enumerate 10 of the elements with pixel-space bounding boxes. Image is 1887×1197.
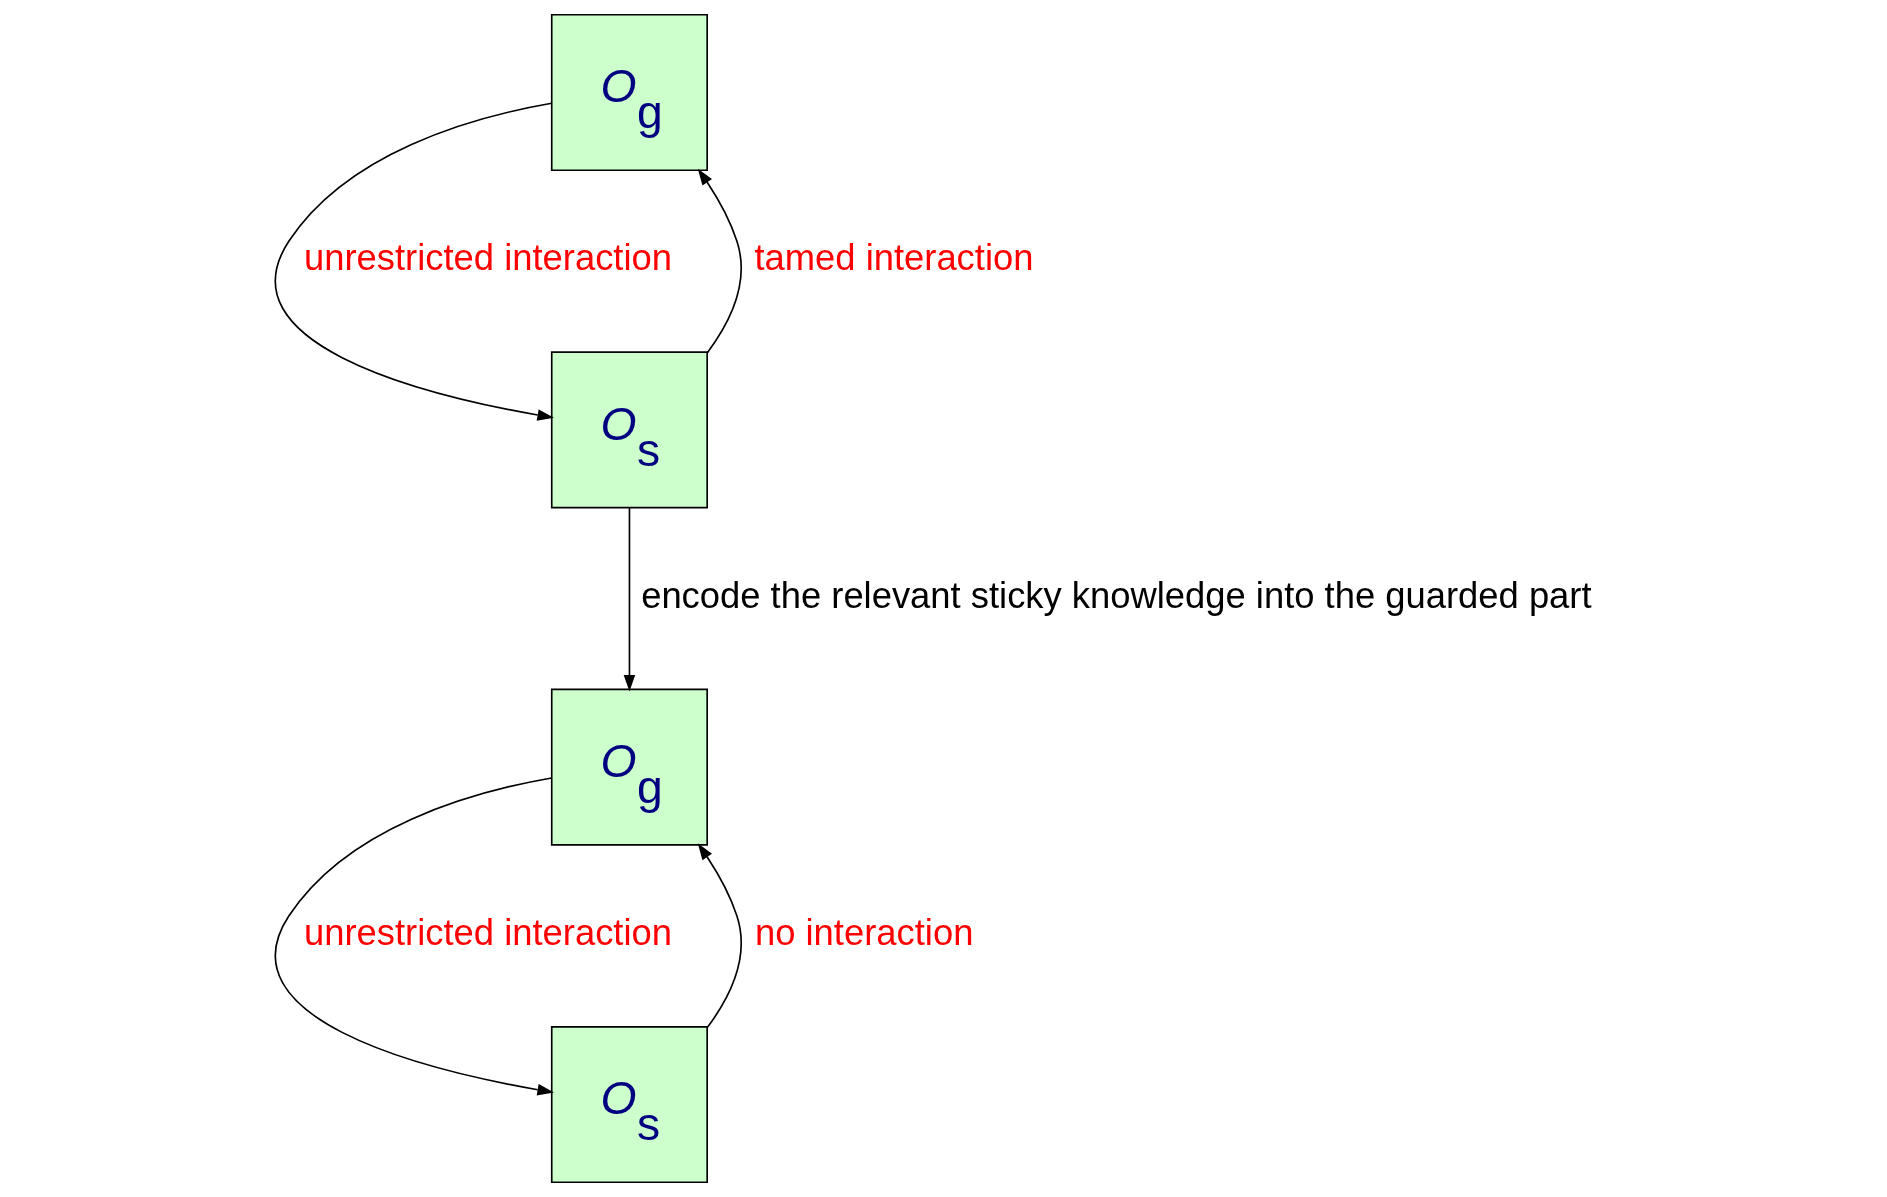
- edge-label: unrestricted interaction: [303, 912, 672, 954]
- arrow: [697, 168, 742, 354]
- arrow: [623, 506, 635, 692]
- edge-label: tamed interaction: [753, 237, 1033, 279]
- arrow: [274, 777, 554, 1096]
- arrow: [697, 843, 742, 1029]
- arrow: [274, 102, 554, 421]
- edge-label: no interaction: [754, 912, 973, 954]
- edge-label: unrestricted interaction: [303, 237, 672, 279]
- edge-label: encode the relevant sticky knowledge into the guarded part: [640, 574, 1592, 616]
